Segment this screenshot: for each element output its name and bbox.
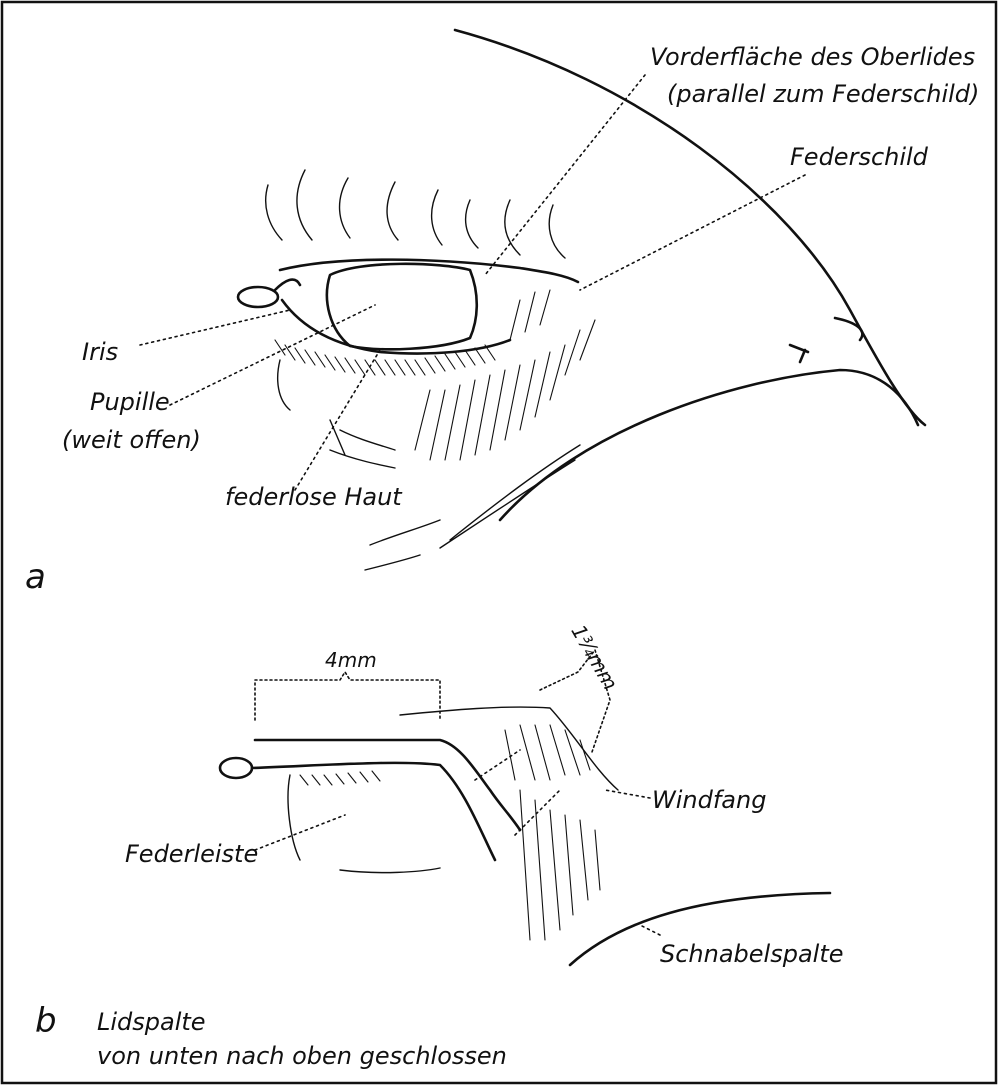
caption-b-line2: von unten nach oben geschlossen: [97, 1042, 507, 1070]
label-beak-slit: Schnabelspalte: [660, 940, 844, 968]
label-iris: Iris: [82, 338, 118, 366]
panel-letter-a: a: [25, 557, 46, 597]
leader-feather-shield: [580, 175, 805, 290]
label-featherless-skin: federlose Haut: [225, 483, 403, 511]
leader-windbreak: [605, 790, 650, 798]
inner-corner: [275, 280, 300, 290]
label-width-4mm: 4mm: [325, 648, 377, 672]
label-anterior-upper-lid-2: (parallel zum Federschild): [667, 80, 979, 108]
label-windbreak: Windfang: [652, 786, 766, 814]
leader-anterior-lid: [485, 75, 645, 275]
panel-a-leaders: [140, 75, 805, 490]
label-feather-ridge: Federleiste: [125, 840, 258, 868]
label-feather-shield: Federschild: [790, 143, 929, 171]
leader-featherless-skin: [295, 350, 380, 490]
label-pupil-2: (weit offen): [62, 426, 201, 454]
leader-beak-slit: [640, 925, 660, 935]
label-pupil-1: Pupille: [90, 388, 170, 416]
label-width-1-75mm: 1¾mm: [566, 620, 622, 694]
lower-lid-outline-b: [288, 775, 440, 873]
skin-hatching: [275, 290, 595, 460]
upper-eyelid: [280, 260, 578, 282]
panel-letter-b: b: [35, 1001, 57, 1041]
panel-b-leaders: [255, 750, 660, 935]
lower-feather-strokes: [278, 360, 440, 570]
leader-lid-slit: [475, 750, 560, 835]
hatching-b: [300, 725, 600, 940]
throat-line: [440, 445, 580, 548]
leader-iris: [140, 310, 290, 345]
lacrimal-knob-b: [220, 758, 252, 778]
caption-b-line1: Lidspalte: [97, 1008, 206, 1036]
label-anterior-upper-lid-1: Vorderfläche des Oberlides: [650, 43, 975, 71]
iris-outline: [327, 264, 477, 349]
bracket-4mm: [255, 672, 440, 720]
lacrimal-knob: [238, 287, 278, 307]
leader-pupil: [170, 305, 375, 405]
eyelash-strokes: [266, 170, 565, 258]
beak-lower-edge: [500, 370, 918, 520]
lid-slit-upper: [255, 740, 520, 830]
leader-feather-ridge: [255, 815, 345, 850]
beak-tip: [790, 318, 862, 362]
